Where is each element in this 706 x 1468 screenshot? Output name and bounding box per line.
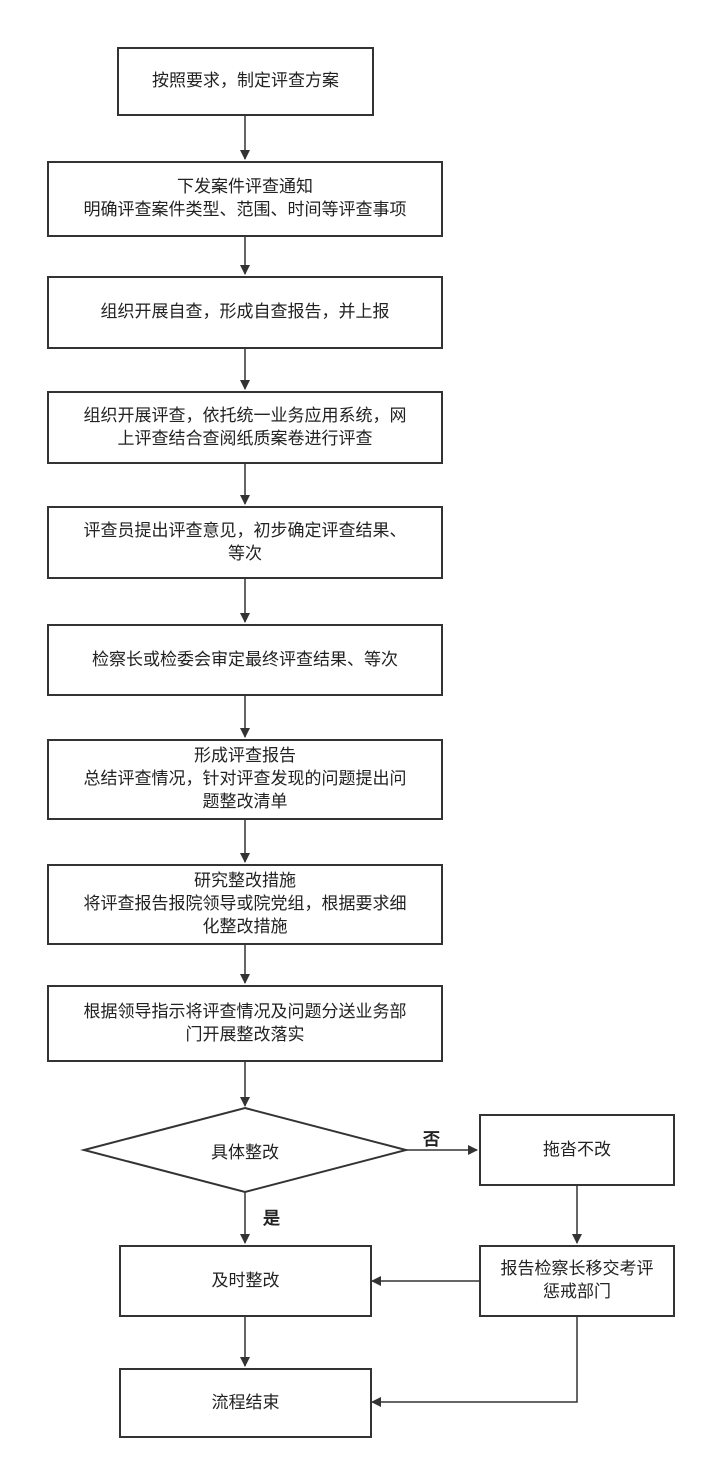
box-text: 报告检察长移交考评惩戒部门 [501, 1258, 654, 1304]
box-text-line: 题整改清单 [202, 792, 288, 812]
step-process-end: 流程结束 [119, 1368, 372, 1438]
box-text-line: 化整改措施 [202, 917, 288, 937]
box-text: 形成评查报告总结评查情况，针对评查发现的问题提出问题整改清单 [84, 745, 407, 814]
box-text-line: 总结评查情况，针对评查发现的问题提出问 [83, 769, 407, 789]
box-text: 组织开展自查，形成自查报告，并上报 [101, 301, 390, 324]
box-text-line: 等次 [228, 543, 262, 564]
box-text-line: 根据领导指示将评查情况及问题分送业务部 [83, 1001, 407, 1022]
step-make-plan: 按照要求，制定评查方案 [117, 47, 374, 116]
step-report-discipline: 报告检察长移交考评惩戒部门 [479, 1245, 675, 1317]
decision-label: 具体整改 [211, 1143, 279, 1163]
step-review-report: 形成评查报告总结评查情况，针对评查发现的问题提出问题整改清单 [47, 739, 443, 820]
box-text: 检察长或检委会审定最终评查结果、等次 [92, 649, 398, 672]
step-final-approval: 检察长或检委会审定最终评查结果、等次 [47, 624, 443, 696]
box-text: 拖沓不改 [543, 1139, 611, 1162]
box-text-line: 门开展整改落实 [185, 1024, 305, 1045]
box-text: 评查员提出评查意见，初步确定评查结果、等次 [84, 520, 407, 566]
step-issue-notice: 下发案件评查通知明确评查案件类型、范围、时间等评查事项 [47, 161, 443, 237]
box-text-line: 下发案件评查通知 [177, 177, 313, 197]
box-text: 及时整改 [212, 1270, 280, 1293]
step-timely-rectify: 及时整改 [119, 1245, 372, 1317]
step-distribute-departments: 根据领导指示将评查情况及问题分送业务部门开展整改落实 [47, 985, 443, 1062]
box-text-line: 组织开展自查，形成自查报告，并上报 [100, 302, 390, 322]
box-text-line: 形成评查报告 [194, 746, 296, 766]
box-text: 按照要求，制定评查方案 [152, 70, 339, 93]
box-text-line: 流程结束 [211, 1392, 280, 1413]
box-text-line: 组织开展评查，依托统一业务应用系统，网 [83, 405, 407, 426]
box-text-line: 明确评查案件类型、范围、时间等评查事项 [83, 200, 407, 220]
box-text-line: 上评查结合查阅纸质案卷进行评查 [117, 428, 373, 449]
branch-label-yes: 是 [263, 1209, 280, 1229]
box-text-line: 将评查报告报院领导或院党组，根据要求细 [83, 894, 407, 914]
box-text-line: 评查员提出评查意见，初步确定评查结果、 [83, 520, 407, 541]
box-text-line: 报告检察长移交考评 [500, 1259, 654, 1279]
step-reviewer-opinion: 评查员提出评查意见，初步确定评查结果、等次 [47, 506, 443, 579]
box-text-line: 拖沓不改 [543, 1139, 611, 1160]
branch-label-no: 否 [423, 1130, 440, 1150]
step-conduct-review: 组织开展评查，依托统一业务应用系统，网上评查结合查阅纸质案卷进行评查 [47, 391, 443, 464]
arrow-report-end [371, 1317, 578, 1407]
box-text-line: 研究整改措施 [194, 871, 296, 891]
box-text: 组织开展评查，依托统一业务应用系统，网上评查结合查阅纸质案卷进行评查 [84, 405, 407, 451]
step-refuse-rectify: 拖沓不改 [479, 1114, 675, 1186]
box-text: 下发案件评查通知明确评查案件类型、范围、时间等评查事项 [84, 176, 407, 222]
box-text-line: 及时整改 [211, 1270, 280, 1291]
box-text-line: 按照要求，制定评查方案 [152, 71, 339, 91]
step-rectification-measures: 研究整改措施将评查报告报院领导或院党组，根据要求细化整改措施 [47, 864, 443, 945]
step-self-check: 组织开展自查，形成自查报告，并上报 [47, 276, 443, 349]
box-text-line: 惩戒部门 [543, 1282, 611, 1302]
box-text: 研究整改措施将评查报告报院领导或院党组，根据要求细化整改措施 [84, 870, 407, 939]
box-text-line: 检察长或检委会审定最终评查结果、等次 [92, 649, 398, 670]
box-text: 流程结束 [212, 1392, 280, 1415]
box-text: 根据领导指示将评查情况及问题分送业务部门开展整改落实 [84, 1001, 407, 1047]
